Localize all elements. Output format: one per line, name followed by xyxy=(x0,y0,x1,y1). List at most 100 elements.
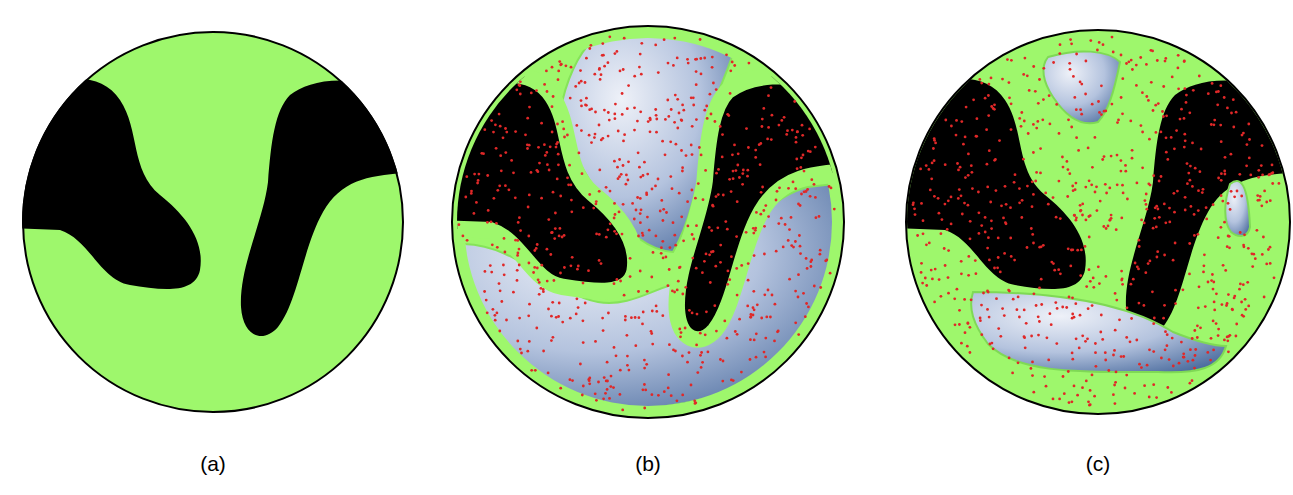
particle-dot xyxy=(1227,350,1230,353)
particle-dot xyxy=(1225,304,1228,307)
particle-dot xyxy=(537,170,540,173)
particle-dot xyxy=(1032,65,1035,68)
particle-dot xyxy=(969,351,972,354)
particle-dot xyxy=(518,248,521,251)
particle-dot xyxy=(1220,140,1223,143)
particle-dot xyxy=(650,276,653,279)
particle-dot xyxy=(518,216,521,219)
particle-dot xyxy=(1131,149,1134,152)
particle-dot xyxy=(536,243,539,246)
particle-dot xyxy=(1077,149,1080,152)
particle-dot xyxy=(681,355,684,358)
particle-dot xyxy=(466,239,469,242)
particle-dot xyxy=(1038,320,1041,323)
particle-dot xyxy=(1062,166,1065,169)
particle-dot xyxy=(724,220,727,223)
particle-dot xyxy=(1057,268,1060,271)
particle-dot xyxy=(661,314,664,317)
particle-dot xyxy=(726,113,729,116)
particle-dot xyxy=(1176,190,1179,193)
particle-dot xyxy=(1088,404,1091,407)
particle-dot xyxy=(1024,57,1027,60)
particle-dot xyxy=(1039,172,1042,175)
particle-dot xyxy=(1141,166,1144,169)
particle-dot xyxy=(626,355,629,358)
particle-dot xyxy=(618,211,621,214)
particle-dot xyxy=(708,226,711,229)
particle-dot xyxy=(1122,355,1125,358)
particle-dot xyxy=(1117,119,1120,122)
particle-dot xyxy=(955,134,958,137)
particle-dot xyxy=(558,302,561,305)
particle-dot xyxy=(490,119,493,122)
particle-dot xyxy=(549,145,552,148)
particle-dot xyxy=(967,274,970,277)
particle-dot xyxy=(1001,78,1004,81)
particle-dot xyxy=(990,77,993,80)
particle-dot xyxy=(1151,290,1154,293)
particle-dot xyxy=(705,105,708,108)
particle-dot xyxy=(1217,334,1220,337)
particle-dot xyxy=(1058,132,1061,135)
particle-dot xyxy=(478,173,481,176)
particle-dot xyxy=(614,52,617,55)
particle-dot xyxy=(970,164,973,167)
particle-dot xyxy=(1168,221,1171,224)
particle-dot xyxy=(619,70,622,73)
particle-dot xyxy=(1037,102,1040,105)
particle-dot xyxy=(933,195,936,198)
particle-dot xyxy=(1261,174,1264,177)
particle-dot xyxy=(1081,203,1084,206)
particle-dot xyxy=(686,361,689,364)
particle-dot xyxy=(1198,75,1201,78)
particle-dot xyxy=(704,333,707,336)
particle-dot xyxy=(940,232,943,235)
particle-dot xyxy=(1168,207,1171,210)
particle-dot xyxy=(1249,174,1252,177)
particle-dot xyxy=(799,166,802,169)
particle-dot xyxy=(1104,183,1107,186)
particle-dot xyxy=(958,188,961,191)
particle-dot xyxy=(1242,244,1245,247)
particle-dot xyxy=(556,123,559,126)
particle-dot xyxy=(464,196,467,199)
particle-dot xyxy=(607,111,610,114)
particle-dot xyxy=(643,367,646,370)
particle-dot xyxy=(1107,369,1110,372)
particle-dot xyxy=(528,106,531,109)
particle-dot xyxy=(967,204,970,207)
particle-dot xyxy=(584,302,587,305)
particle-dot xyxy=(499,125,502,128)
particle-dot xyxy=(988,259,991,262)
particle-dot xyxy=(1098,111,1101,114)
particle-dot xyxy=(979,317,982,320)
particle-dot xyxy=(732,177,735,180)
particle-dot xyxy=(626,364,629,367)
particle-dot xyxy=(615,354,618,357)
particle-dot xyxy=(975,135,978,138)
particle-dot xyxy=(1125,374,1128,377)
particle-dot xyxy=(764,356,767,359)
particle-dot xyxy=(1219,124,1222,127)
particle-dot xyxy=(1220,194,1223,197)
particle-dot xyxy=(735,169,738,172)
particle-dot xyxy=(994,158,997,161)
particle-dot xyxy=(710,113,713,116)
particle-dot xyxy=(593,136,596,139)
particle-dot xyxy=(498,184,501,187)
particle-dot xyxy=(648,229,651,232)
particle-dot xyxy=(959,166,962,169)
particle-dot xyxy=(1256,229,1259,232)
particle-dot xyxy=(778,186,781,189)
particle-dot xyxy=(458,223,461,226)
particle-dot xyxy=(1052,61,1055,64)
particle-dot xyxy=(691,189,694,192)
particle-dot xyxy=(662,208,665,211)
particle-dot xyxy=(932,147,935,150)
particle-dot xyxy=(563,266,566,269)
particle-dot xyxy=(544,154,547,157)
particle-dot xyxy=(657,178,660,181)
particle-dot xyxy=(752,306,755,309)
particle-dot xyxy=(756,303,759,306)
particle-dot xyxy=(1233,195,1236,198)
